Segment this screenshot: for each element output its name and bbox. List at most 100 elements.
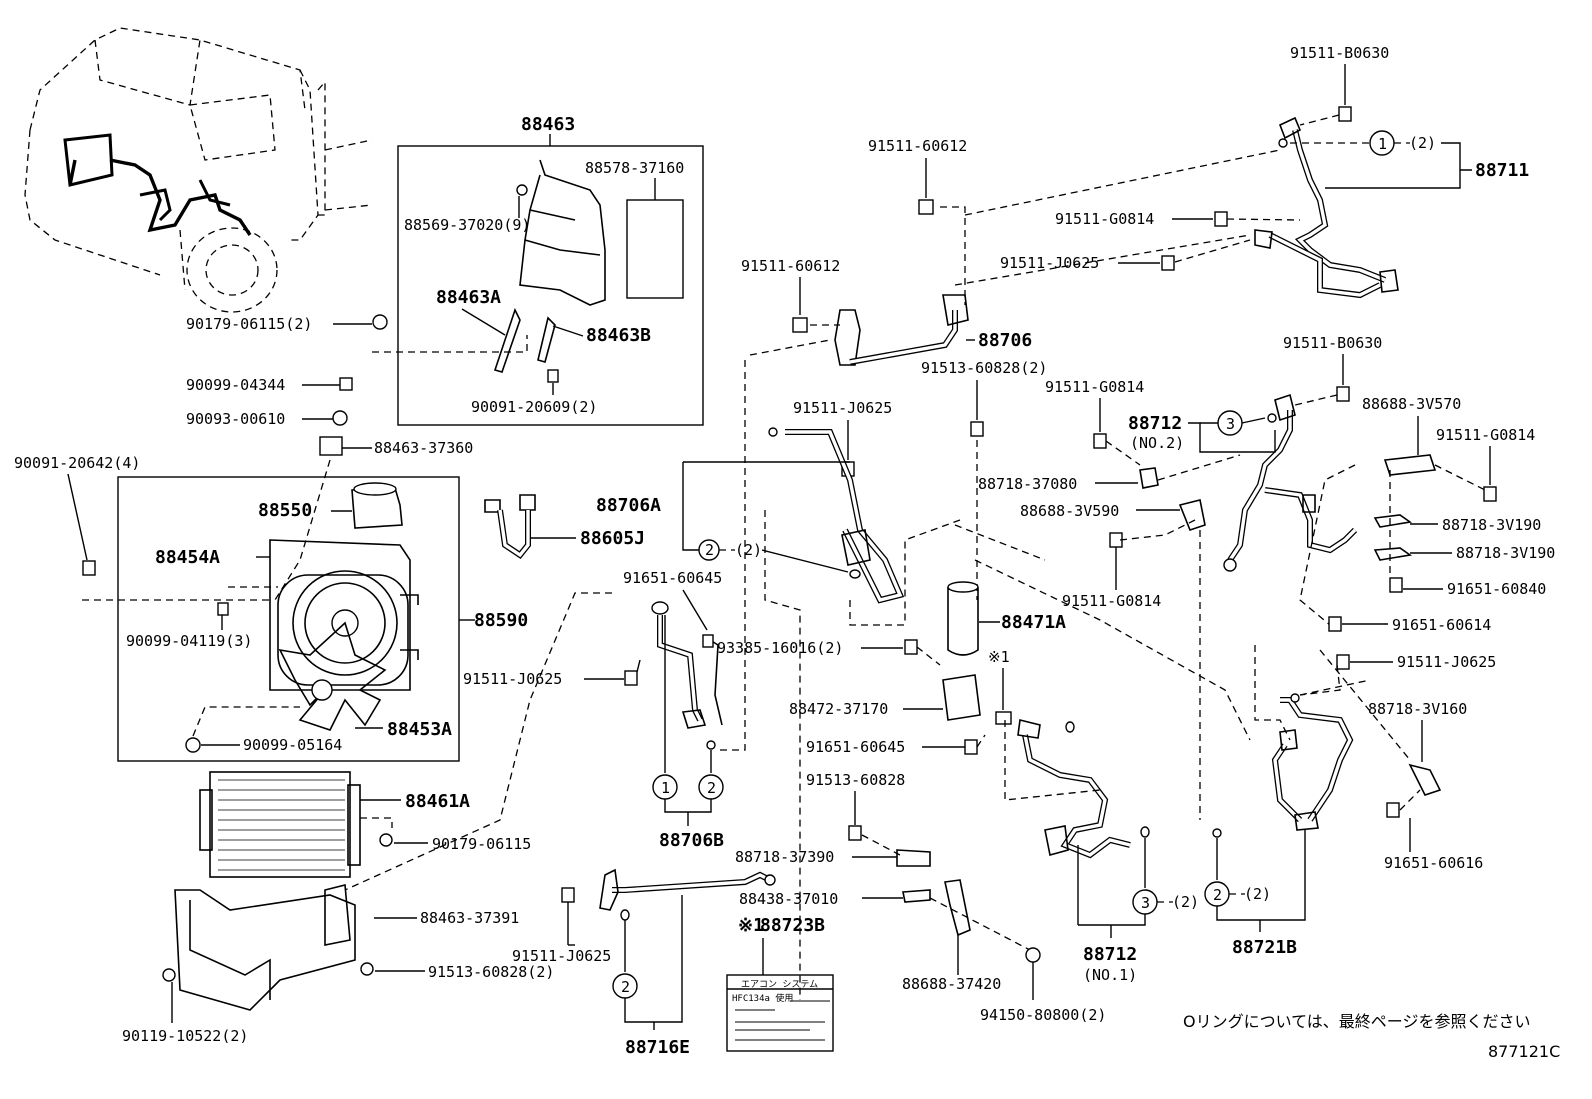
- qty-1b: (2): [1409, 134, 1436, 152]
- truck-cab-illustration: [24, 27, 373, 313]
- callout-2a: 2: [707, 779, 716, 797]
- hose-88712-no1-group: 91513-60828 3 (2) 88712 (NO.1) 88438-370…: [739, 719, 1199, 1024]
- label-91513-60828-2b: 91513-60828(2): [921, 359, 1047, 377]
- label-91513-60828-2a: 91513-60828(2): [428, 963, 554, 981]
- label-90179-06115-2: 90179-06115(2): [186, 315, 312, 333]
- label-88721B: 88721B: [1232, 937, 1297, 958]
- marker-88723B: ※1: [738, 915, 764, 936]
- wire-88605J: 88605J: [484, 494, 645, 560]
- label-no1: (NO.1): [1083, 966, 1137, 984]
- fan-assembly-group: 88550 88454A 90099-04119(3) 88590 88453A…: [117, 476, 528, 762]
- card-title: エアコン システム: [741, 979, 818, 990]
- label-88550: 88550: [258, 500, 312, 521]
- label-88712-no1: 88712: [1083, 944, 1137, 965]
- label-91511-G0814c: 91511-G0814: [1062, 592, 1161, 610]
- label-91513-60828: 91513-60828: [806, 771, 905, 789]
- callout-2c: 2: [1213, 886, 1222, 904]
- label-88578-37160: 88578-37160: [585, 159, 684, 177]
- label-88718-3V190a: 88718-3V190: [1442, 516, 1541, 534]
- label-88463-37360: 88463-37360: [374, 439, 473, 457]
- hose-88712-no2-group: 91511-B0630 91511-G0814 88712 (NO.2) 3 8…: [954, 334, 1382, 820]
- label-90099-04344: 90099-04344: [186, 376, 285, 394]
- label-88716E: 88716E: [625, 1037, 690, 1058]
- label-88688-3V590: 88688-3V590: [1020, 502, 1119, 520]
- label-91511-J0625e: 91511-J0625: [1397, 653, 1496, 671]
- label-91511-J0625d: 91511-J0625: [1000, 254, 1099, 272]
- label-no2: (NO.2): [1130, 434, 1184, 452]
- left-fasteners: 90179-06115(2) 90099-04344 90093-00610 8…: [14, 314, 473, 601]
- label-88718-3V160: 88718-3V160: [1368, 700, 1467, 718]
- label-88463A: 88463A: [436, 287, 501, 308]
- hose-88706-group: 91511-60612 91511-60612 88706 91511-J062…: [596, 137, 1032, 1000]
- card-line1: HFC134a 使用: [732, 992, 793, 1004]
- label-91651-60616: 91651-60616: [1384, 854, 1483, 872]
- label-91511-J0625b: 91511-J0625: [463, 670, 562, 688]
- label-90091-20642: 90091-20642(4): [14, 454, 140, 472]
- label-88463: 88463: [521, 114, 575, 135]
- label-91511-G0814a: 91511-G0814: [1055, 210, 1154, 228]
- label-90099-05164: 90099-05164: [243, 736, 342, 754]
- label-88706: 88706: [978, 330, 1032, 351]
- label-90091-20609: 90091-20609(2): [471, 398, 597, 416]
- label-88688-37420: 88688-37420: [902, 975, 1001, 993]
- qty-2c: (2): [1244, 885, 1271, 903]
- callout-1a: 1: [661, 779, 670, 797]
- label-91511-B0630b: 91511-B0630: [1283, 334, 1382, 352]
- label-88569-37020: 88569-37020(9): [404, 216, 530, 234]
- label-91511-G0814b: 91511-G0814: [1045, 378, 1144, 396]
- label-91511-B0630a: 91511-B0630: [1290, 44, 1389, 62]
- label-91511-G0814d: 91511-G0814: [1436, 426, 1535, 444]
- label-88590: 88590: [474, 610, 528, 631]
- label-90179-06115: 90179-06115: [432, 835, 531, 853]
- label-88711: 88711: [1475, 160, 1529, 181]
- right-brackets-group: 88688-3V570 91511-G0814 88718-3V190 8871…: [1299, 395, 1555, 634]
- receiver-88471A-group: 91513-60828(2) 88471A 88472-37170 ※1 916…: [789, 359, 1066, 756]
- qty-3a: (2): [1172, 893, 1199, 911]
- diagram-code: 877121C: [1488, 1042, 1560, 1061]
- hose-88706B-group: 91651-60645 93385-16016(2) 91511-J0625 1…: [344, 569, 941, 891]
- label-93385-16016: 93385-16016(2): [717, 639, 843, 657]
- label-91511-J0625a: 91511-J0625: [793, 399, 892, 417]
- label-88688-3V570: 88688-3V570: [1362, 395, 1461, 413]
- label-88718-37390: 88718-37390: [735, 848, 834, 866]
- label-88605J: 88605J: [580, 528, 645, 549]
- label-91651-60840: 91651-60840: [1447, 580, 1546, 598]
- label-90099-04119: 90099-04119(3): [126, 632, 252, 650]
- oring-note: Oリングについては、最終ページを参照ください: [1183, 1012, 1530, 1031]
- label-91651-60645b: 91651-60645: [806, 738, 905, 756]
- label-88454A: 88454A: [155, 547, 220, 568]
- qty-2: (2): [735, 541, 762, 559]
- condenser-group: 88461A 90179-06115 88463-37391 91513-608…: [122, 771, 554, 1045]
- label-88471A: 88471A: [1001, 612, 1066, 633]
- hose-88716E-group: 88718-37390 91511-J0625 2 88716E: [512, 848, 931, 1058]
- label-card-88723B: ※1 88723B エアコン システム HFC134a 使用: [726, 915, 834, 1052]
- label-88453A: 88453A: [387, 719, 452, 740]
- callout-2: 2: [705, 541, 714, 559]
- marker-1: ※1: [988, 648, 1010, 666]
- callout-3b: 3: [1226, 415, 1235, 433]
- hose-88711-group: 91511-B0630 1 (2) 88711 91511-G0814 9151…: [954, 44, 1529, 299]
- label-91511-60612a: 91511-60612: [868, 137, 967, 155]
- label-90093-00610: 90093-00610: [186, 410, 285, 428]
- label-91651-60645a: 91651-60645: [623, 569, 722, 587]
- callout-3a: 3: [1141, 894, 1150, 912]
- bracket-88463-group: 88463 88578-37160 88569-37020(9) 88463A …: [372, 114, 704, 426]
- label-88712-no2: 88712: [1128, 413, 1182, 434]
- hose-88721B-group: 91511-J0625 2 (2) 88721B 88718-3V160 916…: [1204, 645, 1496, 958]
- label-88463B: 88463B: [586, 325, 651, 346]
- callout-2b: 2: [621, 978, 630, 996]
- label-88461A: 88461A: [405, 791, 470, 812]
- label-91511-60612b: 91511-60612: [741, 257, 840, 275]
- label-88438-37010: 88438-37010: [739, 890, 838, 908]
- label-88718-3V190b: 88718-3V190: [1456, 544, 1555, 562]
- label-91511-J0625c: 91511-J0625: [512, 947, 611, 965]
- label-91651-60614: 91651-60614: [1392, 616, 1491, 634]
- label-94150-80800: 94150-80800(2): [980, 1006, 1106, 1024]
- label-90119-10522: 90119-10522(2): [122, 1027, 248, 1045]
- label-88706B: 88706B: [659, 830, 724, 851]
- label-88463-37391: 88463-37391: [420, 909, 519, 927]
- label-88723B: 88723B: [760, 915, 825, 936]
- label-88706A: 88706A: [596, 495, 661, 516]
